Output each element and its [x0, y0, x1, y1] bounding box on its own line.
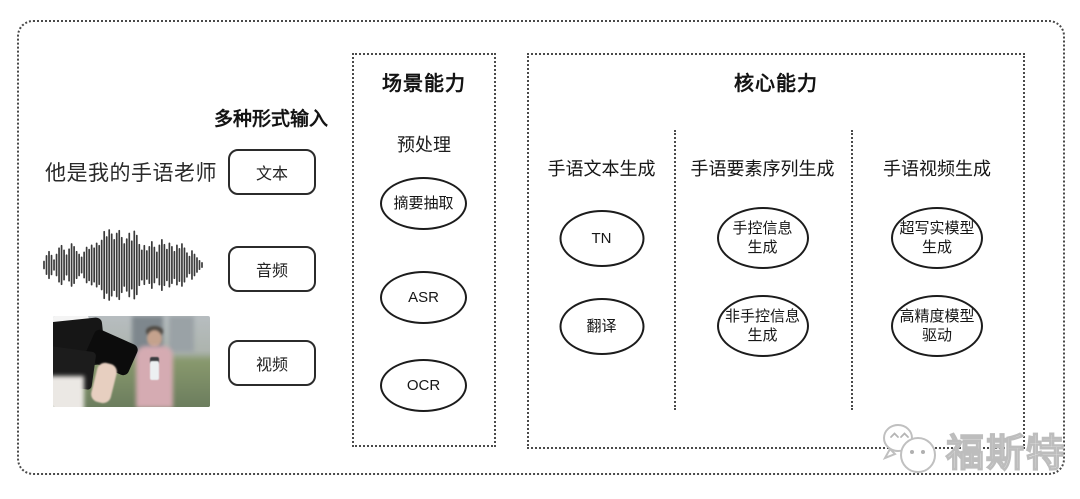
node-label: 翻译 [586, 317, 617, 335]
node-label: TN [591, 229, 612, 247]
column-header: 手语要素序列生成 [690, 159, 835, 179]
column-sign-video-generation: 手语视频生成 超写实模型 生成 高精度模型 驱动 [851, 55, 1023, 447]
preprocessing-label: 预处理 [397, 135, 451, 155]
column-header: 手语视频生成 [883, 159, 991, 179]
node-summary-extraction: 摘要抽取 [380, 177, 467, 230]
input-box-audio: 音频 [228, 246, 316, 292]
node-label: 超写实模型 [899, 219, 975, 237]
input-box-video: 视频 [228, 340, 316, 386]
watermark-logo-icon [882, 424, 936, 473]
input-box-text: 文本 [228, 149, 316, 195]
column-sign-element-sequence-generation: 手语要素序列生成 手控信息 生成 非手控信息 生成 [674, 55, 851, 447]
thumb-reporter-head [147, 329, 163, 347]
thumb-building [169, 316, 195, 353]
thumb-cameraman-shoulder [53, 376, 85, 407]
node-label: 驱动 [921, 327, 952, 344]
column-sign-text-generation: 手语文本生成 TN 翻译 [529, 55, 674, 447]
node-translation: 翻译 [559, 298, 644, 355]
node-label: 生成 [921, 239, 952, 256]
thumb-microphone [150, 360, 160, 380]
core-capability-title: 核心能力 [734, 73, 818, 95]
video-thumbnail [53, 316, 210, 407]
watermark-text: 福斯特 [945, 432, 1066, 475]
core-capability-box: 核心能力 手语文本生成 TN 翻译 手语要素序列生成 手控信息 生成 非手控信息… [527, 53, 1025, 449]
node-high-precision-model-driving: 高精度模型 驱动 [891, 295, 983, 357]
node-label: 手控信息 [732, 219, 793, 237]
column-divider [851, 130, 853, 410]
node-tn: TN [559, 210, 644, 267]
thumb-microphone-cap [150, 356, 160, 364]
node-label: 高精度模型 [899, 307, 975, 325]
node-label: 摘要抽取 [393, 194, 454, 212]
node-ocr: OCR [380, 359, 467, 412]
node-label: 非手控信息 [724, 307, 800, 325]
column-divider [674, 130, 676, 410]
outer-dotted-frame [17, 20, 1065, 475]
watermark: 福斯特 [878, 421, 1066, 477]
column-header: 手语文本生成 [547, 159, 656, 179]
node-label: 生成 [747, 327, 778, 344]
input-section-label: 多种形式输入 [213, 109, 328, 130]
node-manual-info-generation: 手控信息 生成 [716, 207, 809, 269]
node-label: ASR [408, 288, 439, 306]
scene-capability-title: 场景能力 [382, 73, 466, 95]
sample-sentence-text: 他是我的手语老师 [45, 162, 217, 185]
audio-waveform-icon [42, 228, 204, 302]
node-non-manual-info-generation: 非手控信息 生成 [716, 295, 809, 357]
node-label: OCR [406, 376, 441, 394]
node-label: 生成 [747, 239, 778, 256]
scene-capability-box: 场景能力 预处理 摘要抽取 ASR OCR [352, 53, 496, 447]
node-hyperrealistic-model-generation: 超写实模型 生成 [891, 207, 983, 269]
node-asr: ASR [380, 271, 467, 324]
